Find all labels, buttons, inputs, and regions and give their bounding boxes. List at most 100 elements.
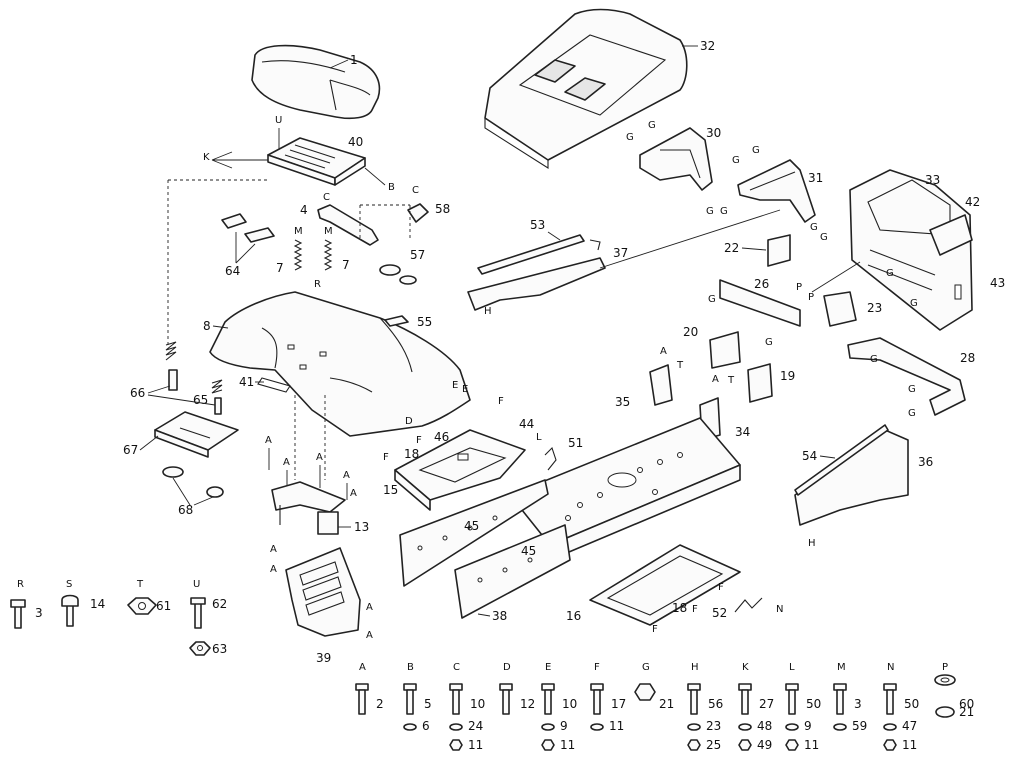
hw-part-number: 63 — [212, 642, 227, 656]
key-letter: A — [343, 470, 350, 481]
part-label: 4 — [300, 203, 308, 217]
hw-bolt-head — [738, 683, 752, 691]
hw-letter: C — [453, 662, 460, 673]
key-letter: E — [452, 380, 458, 391]
hw-sub2-number: 11 — [902, 738, 917, 752]
part-label: 7 — [276, 261, 284, 275]
grille-part — [849, 169, 973, 331]
hw-bolt-head — [590, 683, 604, 691]
hw-part-number: 3 — [35, 606, 43, 620]
hw-letter: F — [594, 662, 600, 673]
seat-pan-bracket-part — [267, 137, 366, 186]
key-letter: A — [316, 452, 323, 463]
spring-part — [293, 239, 333, 271]
hw-sub-number: 59 — [852, 719, 867, 733]
hood-part — [484, 8, 688, 170]
key-letter: A — [270, 544, 277, 555]
key-letter: D — [405, 416, 413, 427]
hw-bolt-shank — [741, 689, 749, 715]
part-label: 42 — [965, 195, 980, 209]
bracket-67-part — [154, 411, 239, 458]
hardware-group-top: R 3 S 14 T 61 U 62 63 — [10, 579, 227, 656]
part-label: 13 — [354, 520, 369, 534]
hw-letter: G — [642, 662, 650, 673]
hw-letter: R — [17, 579, 24, 590]
key-letter: L — [536, 432, 542, 443]
hw-bolt-shank — [358, 689, 366, 715]
part-label: 32 — [700, 39, 715, 53]
key-letter: A — [660, 346, 667, 357]
hw-letter: D — [503, 662, 511, 673]
hw-bolt-shank — [788, 689, 796, 715]
part-label: 55 — [417, 315, 432, 329]
key-letter: A — [350, 488, 357, 499]
hw-sub-washer — [449, 723, 463, 731]
key-letter: F — [498, 396, 504, 407]
pad-part — [221, 213, 275, 243]
clip-part — [407, 203, 429, 223]
part-label: 33 — [925, 173, 940, 187]
key-letter: G — [706, 206, 714, 217]
hw-sub-number: 9 — [804, 719, 812, 733]
hw-sub-washer — [935, 706, 955, 718]
key-letter: H — [484, 306, 492, 317]
part-label: 45 — [521, 544, 536, 558]
hw-sub-washer — [687, 723, 701, 731]
key-letter: U — [275, 115, 282, 126]
key-letter: G — [720, 206, 728, 217]
key-letter: F — [718, 582, 724, 593]
hw-part-number: 12 — [520, 697, 535, 711]
plate-23-part — [823, 291, 857, 327]
part-label: 41 — [239, 375, 254, 389]
hw-washer-hole — [940, 677, 950, 683]
part-label: 35 — [615, 395, 630, 409]
hw-part-number: 17 — [611, 697, 626, 711]
part-label: 58 — [435, 202, 450, 216]
key-letter: M — [294, 226, 303, 237]
part-label: 7 — [342, 258, 350, 272]
hw-sub-washer — [590, 723, 604, 731]
rail-part — [467, 234, 606, 311]
hw-sub-nut — [687, 739, 701, 751]
key-letter: A — [270, 564, 277, 575]
hw-bolt-shank — [502, 689, 510, 715]
hw-part-number: 50 — [806, 697, 821, 711]
hw-part-number: 3 — [854, 697, 862, 711]
hw-sub-washer — [785, 723, 799, 731]
hw-sub-number: 24 — [468, 719, 483, 733]
key-letter: E — [462, 384, 468, 395]
bracket-part — [317, 204, 379, 246]
hw-letter: K — [742, 662, 749, 673]
hw-sub-nut — [785, 739, 799, 751]
part-label: 19 — [780, 369, 795, 383]
hw-sub-number: 47 — [902, 719, 917, 733]
bracket-19-part — [747, 363, 773, 403]
part-label: 51 — [568, 436, 583, 450]
key-letter: T — [727, 375, 735, 386]
key-letter: P — [808, 292, 814, 303]
part-label: 18 — [404, 447, 419, 461]
hw-sub-number: 11 — [609, 719, 624, 733]
part-label: 23 — [867, 301, 882, 315]
hw-letter: L — [789, 662, 795, 673]
spring-set-part — [165, 341, 223, 415]
key-letter: G — [886, 268, 894, 279]
part-label: 8 — [203, 319, 211, 333]
bar-part — [719, 279, 801, 327]
hw-part-number: 62 — [212, 597, 227, 611]
bushing-part — [379, 264, 417, 285]
part-label: 15 — [383, 483, 398, 497]
key-letter: F — [416, 435, 422, 446]
hw-part-number: 60 — [959, 697, 974, 711]
key-letter: P — [796, 282, 802, 293]
key-letter: H — [808, 538, 816, 549]
hw-sub2-number: 49 — [757, 738, 772, 752]
hw-part-number: 10 — [562, 697, 577, 711]
part-label: 38 — [492, 609, 507, 623]
key-letter: F — [652, 624, 658, 635]
hw-item-d: D 12 — [499, 662, 535, 715]
part-label: 34 — [735, 425, 750, 439]
